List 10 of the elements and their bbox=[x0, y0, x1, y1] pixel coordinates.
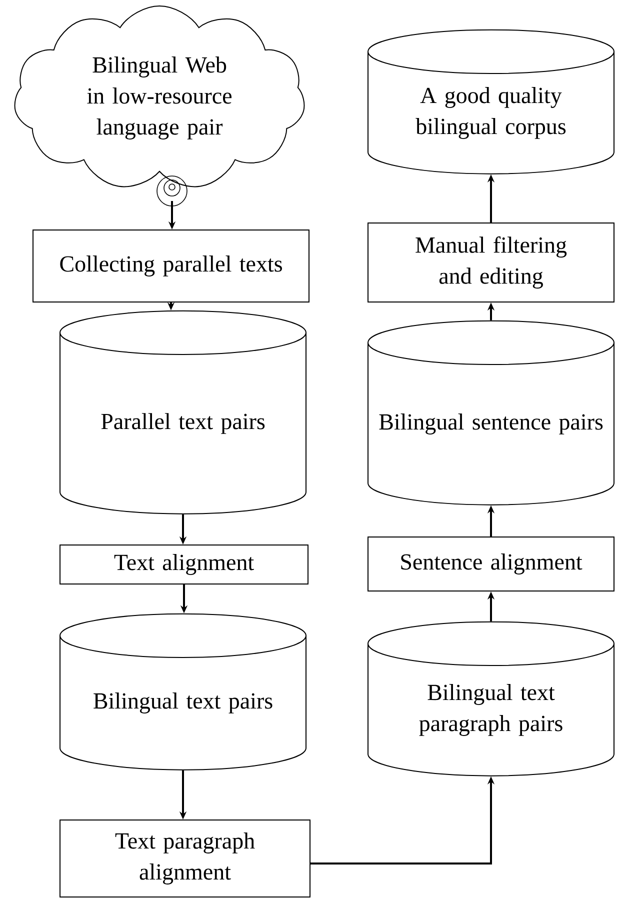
database-cylinder: Bilingual text pairs bbox=[60, 613, 306, 770]
database-cylinder: A good quality bilingual corpus bbox=[368, 29, 614, 174]
database-cylinder: Parallel text pairs bbox=[60, 310, 306, 514]
process-box: Collecting parallel texts bbox=[32, 230, 310, 302]
database-cylinder: Bilingual sentence pairs bbox=[368, 320, 614, 506]
process-box: Sentence alignment bbox=[368, 536, 614, 592]
database-cylinder: Bilingual text paragraph pairs bbox=[368, 621, 614, 776]
process-box: Manual filtering and editing bbox=[368, 222, 614, 302]
process-box: Text alignment bbox=[60, 544, 308, 584]
process-box: Text paragraph alignment bbox=[60, 820, 310, 898]
